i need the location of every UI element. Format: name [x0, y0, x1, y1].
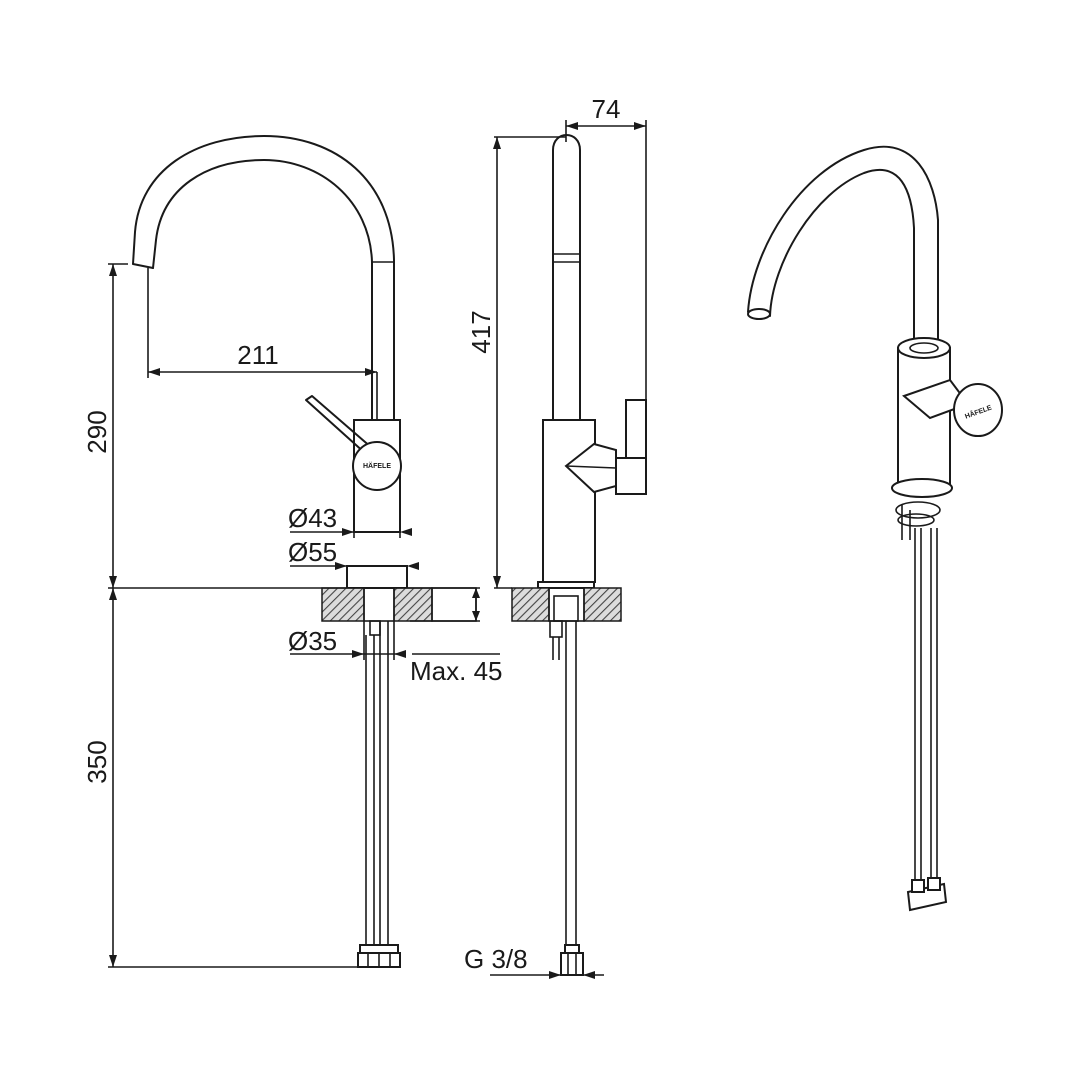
dimension-base-diameter: Ø55 [288, 537, 419, 570]
dim-label-max45: Max. 45 [410, 656, 503, 686]
front-handle [352, 441, 402, 491]
dim-label-g38: G 3/8 [464, 944, 528, 974]
dimension-spout-reach: 211 [147, 268, 378, 420]
perspective-spout [747, 145, 939, 341]
front-view: HÄFELE [132, 135, 477, 968]
perspective-base [891, 478, 953, 498]
front-connector [359, 944, 399, 954]
perspective-body [897, 347, 951, 494]
dimension-height-spout: 290 [82, 263, 128, 588]
perspective-handle [953, 383, 1003, 437]
side-connector [560, 952, 584, 976]
dimension-body-diameter: Ø43 [288, 503, 412, 538]
dim-label-o55: Ø55 [288, 537, 337, 567]
dim-label-o35: Ø35 [288, 626, 337, 656]
dimension-hose-length: 350 [82, 588, 360, 968]
side-spout [552, 134, 581, 420]
side-view [511, 134, 647, 976]
side-countertop-right [583, 587, 622, 622]
dimension-total-height: 417 [466, 136, 566, 589]
dimension-handle-depth: 74 [565, 94, 647, 400]
front-spout [132, 135, 395, 421]
side-hose [565, 621, 577, 945]
side-body [542, 419, 596, 583]
front-brand-mark: HÄFELE [363, 462, 391, 470]
dimension-connection-thread: G 3/8 [464, 944, 604, 979]
front-hoses [365, 621, 389, 945]
front-base [346, 565, 408, 589]
front-countertop-left [321, 587, 365, 622]
dim-label-417: 417 [466, 310, 496, 353]
dim-label-o43: Ø43 [288, 503, 337, 533]
perspective-hoses [914, 528, 938, 880]
side-countertop-left [511, 587, 550, 622]
dimension-counter-thickness: Max. 45 [410, 588, 503, 686]
dimension-hole-diameter: Ø35 [288, 621, 406, 660]
dim-label-290: 290 [82, 410, 112, 453]
dim-label-74: 74 [592, 94, 621, 124]
perspective-view: HÄFELE [747, 145, 1003, 912]
dim-label-211: 211 [237, 340, 278, 370]
dim-label-350: 350 [82, 740, 112, 783]
front-countertop-right [393, 587, 433, 622]
